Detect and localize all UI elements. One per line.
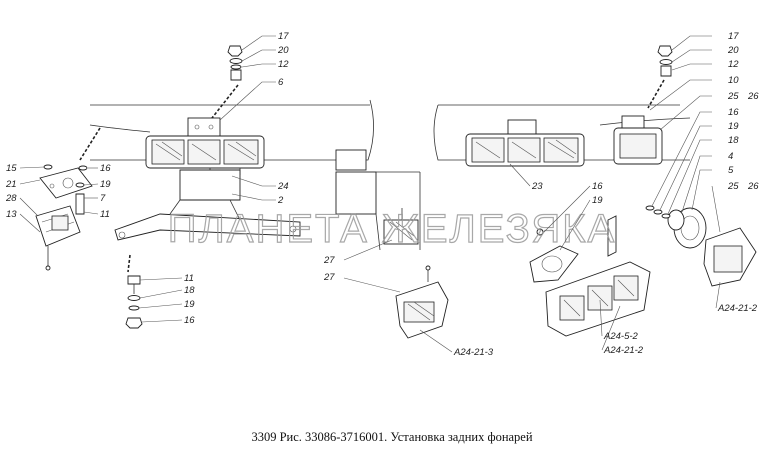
callout-27: 27	[323, 255, 335, 266]
right-top-fastener	[657, 45, 673, 77]
left-reflector-lamp	[35, 205, 81, 271]
callout-27-lower: 27	[323, 272, 335, 283]
diagram-caption: 3309 Рис. 33086-3716001. Установка задни…	[251, 430, 533, 444]
callout-17: 17	[278, 31, 289, 42]
right-side-lamp	[613, 115, 663, 165]
callout-16-center: 16	[592, 181, 603, 192]
callout-a24-5-2: А24-5-2	[603, 331, 639, 342]
callout-18-right: 18	[728, 135, 739, 146]
callout-16-right: 16	[728, 107, 739, 118]
callout-19-center: 19	[592, 195, 603, 206]
callout-26-lower: 26	[747, 181, 759, 192]
mount-plate-right	[529, 215, 617, 283]
left-rear-lamp	[145, 117, 265, 169]
callout-12-right: 12	[728, 59, 739, 70]
washers-stack	[645, 205, 671, 219]
callout-a24-21-2: А24-21-2	[603, 345, 644, 356]
callout-6: 6	[278, 77, 284, 88]
gasket-disc	[667, 207, 707, 249]
callout-11-bottom: 11	[184, 273, 194, 284]
callout-26: 26	[747, 91, 759, 102]
callout-7: 7	[100, 193, 106, 204]
left-top-fastener	[227, 45, 243, 81]
callout-4: 4	[728, 151, 733, 162]
callout-5: 5	[728, 165, 734, 176]
callout-20-right: 20	[727, 45, 739, 56]
left-bottom-fastener	[125, 275, 143, 329]
license-lamp	[395, 265, 449, 339]
left-wire-bottom	[127, 254, 131, 273]
callout-13: 13	[6, 209, 17, 220]
callout-16: 16	[100, 163, 111, 174]
left-wire-side	[79, 127, 101, 161]
callout-17-right: 17	[728, 31, 739, 42]
callout-a24-21-3: А24-21-3	[453, 347, 494, 358]
callout-25: 25	[727, 91, 739, 102]
callout-21: 21	[5, 179, 17, 190]
callout-20: 20	[277, 45, 289, 56]
leader-lines	[19, 35, 721, 353]
callout-18: 18	[184, 285, 195, 296]
callout-16-bottom: 16	[184, 315, 195, 326]
callout-28: 28	[5, 193, 17, 204]
callout-19-bottom: 19	[184, 299, 195, 310]
center-post	[335, 149, 421, 251]
callout-19: 19	[100, 179, 111, 190]
combination-lamp	[545, 261, 651, 337]
callout-15: 15	[6, 163, 17, 174]
watermark: ПЛАНЕТА ЖЕЛЕЗЯКА	[168, 207, 616, 251]
callout-19-right: 19	[728, 121, 739, 132]
callout-a24-21-2-right: А24-21-2	[717, 303, 758, 314]
callout-23: 23	[531, 181, 543, 192]
callout-10: 10	[728, 75, 739, 86]
right-rear-lamp	[465, 119, 585, 167]
callout-11: 11	[100, 209, 110, 220]
callout-labels: 17 20 12 6 24 2 15 16 21 19 7 28 13 11 1…	[5, 31, 759, 358]
left-mount-bracket	[114, 169, 301, 241]
right-wire-top	[647, 79, 665, 109]
right-small-lamp	[703, 227, 757, 287]
callout-2: 2	[277, 195, 284, 206]
callout-24: 24	[277, 181, 289, 192]
callout-25-lower: 25	[727, 181, 739, 192]
left-plate-assembly	[39, 164, 93, 215]
callout-12: 12	[278, 59, 289, 70]
left-wire-top	[211, 84, 239, 119]
